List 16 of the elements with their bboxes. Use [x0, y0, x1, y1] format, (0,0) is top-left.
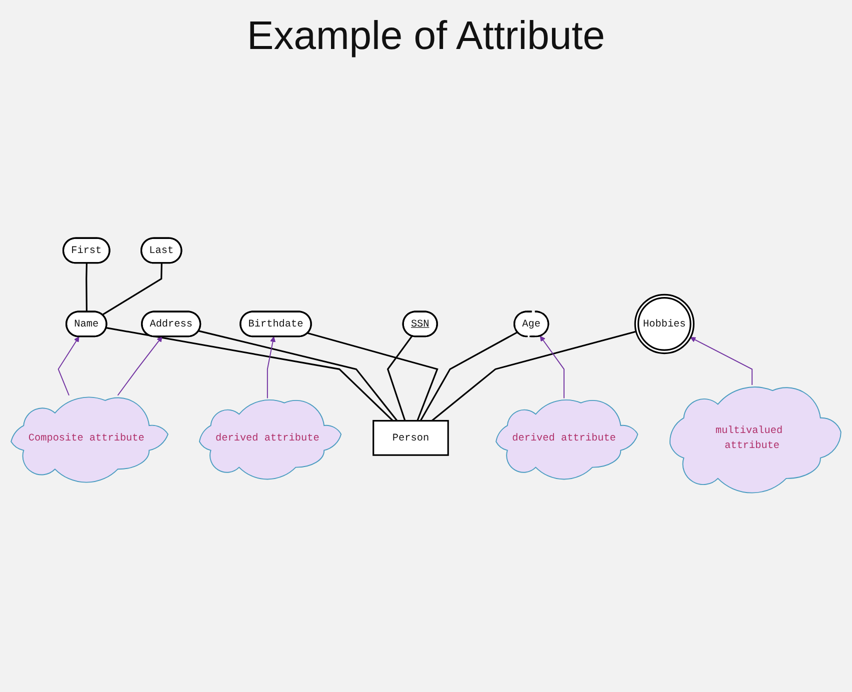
arrow — [690, 336, 753, 386]
arrow — [540, 335, 564, 398]
arrow — [58, 336, 80, 396]
arrow — [117, 336, 162, 396]
connector — [431, 330, 636, 421]
connector — [307, 332, 438, 421]
node-circle: Hobbies — [634, 293, 695, 354]
title: Example of Attribute — [246, 14, 606, 59]
connector — [198, 330, 398, 421]
connector — [102, 262, 162, 316]
node-box: Person — [372, 420, 449, 456]
arrow — [266, 336, 276, 398]
connector — [386, 335, 413, 421]
connector — [86, 262, 88, 312]
connector — [106, 326, 394, 421]
connector — [420, 331, 518, 421]
